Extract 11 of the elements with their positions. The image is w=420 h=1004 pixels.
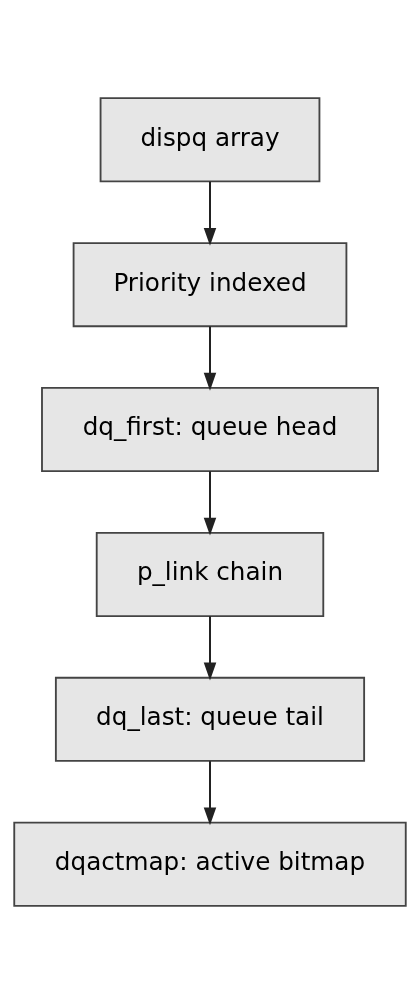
arrow <box>203 180 217 246</box>
node-box: dq_last: queue tail <box>54 676 366 762</box>
arrow <box>203 470 217 536</box>
node-box: dispq array <box>99 97 321 183</box>
node-box: p_link chain <box>95 531 325 617</box>
node-box: dqactmap: active bitmap <box>13 821 407 907</box>
node-box: Priority indexed <box>72 242 348 328</box>
arrow <box>203 760 217 826</box>
arrow <box>203 325 217 391</box>
arrow <box>203 615 217 681</box>
node-box: dq_first: queue head <box>41 387 379 473</box>
